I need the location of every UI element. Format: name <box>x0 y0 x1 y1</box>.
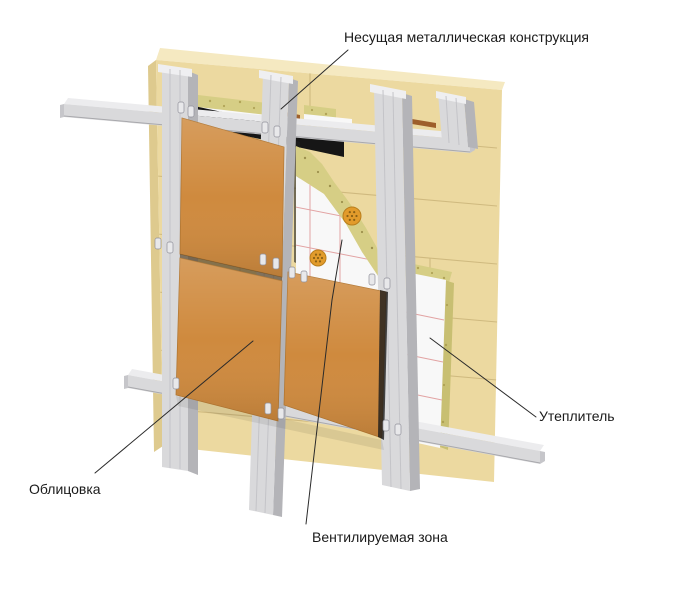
panel-clip <box>394 423 402 436</box>
leader-line-insulation <box>429 337 537 418</box>
label-cladding: Облицовка <box>29 481 101 497</box>
panel-clip <box>288 266 296 279</box>
right-wool-flecks <box>416 266 449 424</box>
label-insulation: Утеплитель <box>539 408 615 424</box>
insulation-dowel <box>309 249 327 267</box>
panel-clip <box>300 270 308 283</box>
panel-clip <box>154 237 162 250</box>
panel-clip <box>368 273 376 286</box>
panel-clips <box>154 101 402 436</box>
leader-line-cladding <box>94 340 254 474</box>
wall-top-face <box>156 48 505 90</box>
panel-clip <box>259 253 267 266</box>
panel-clip <box>383 277 391 290</box>
panel-clip <box>177 101 185 114</box>
panel-clip <box>187 105 195 118</box>
panel-clip <box>382 419 390 432</box>
mineral-wool-top <box>198 95 276 117</box>
windproof-cover <box>296 176 386 300</box>
panel-clip <box>277 407 285 420</box>
panel-joint-gap <box>180 254 282 281</box>
wool-edge-mark-right <box>406 118 436 128</box>
wall-side-face <box>148 60 163 452</box>
panel-clip <box>172 377 180 390</box>
leader-lines <box>94 49 537 525</box>
label-ventilated-zone: Вентилируемая зона <box>312 529 448 545</box>
mineral-wool-torn-edge <box>296 146 386 290</box>
insulation-open-section <box>296 146 386 300</box>
leader-line-ventilated-zone <box>305 239 343 525</box>
panel-clip <box>264 402 272 415</box>
panel-clip <box>261 121 269 134</box>
panel-clip <box>272 257 280 270</box>
insulation-dowel <box>342 206 362 226</box>
label-bearing-structure: Несущая металлическая конструкция <box>344 29 589 45</box>
panel-shadow <box>176 396 384 450</box>
vertical-profile-4 <box>436 91 478 149</box>
panel-clip <box>273 125 281 138</box>
panel-clip <box>166 241 174 254</box>
cladding-panels <box>175 117 388 440</box>
panel-profile-gap <box>378 290 388 440</box>
leader-line-structure <box>280 49 349 110</box>
